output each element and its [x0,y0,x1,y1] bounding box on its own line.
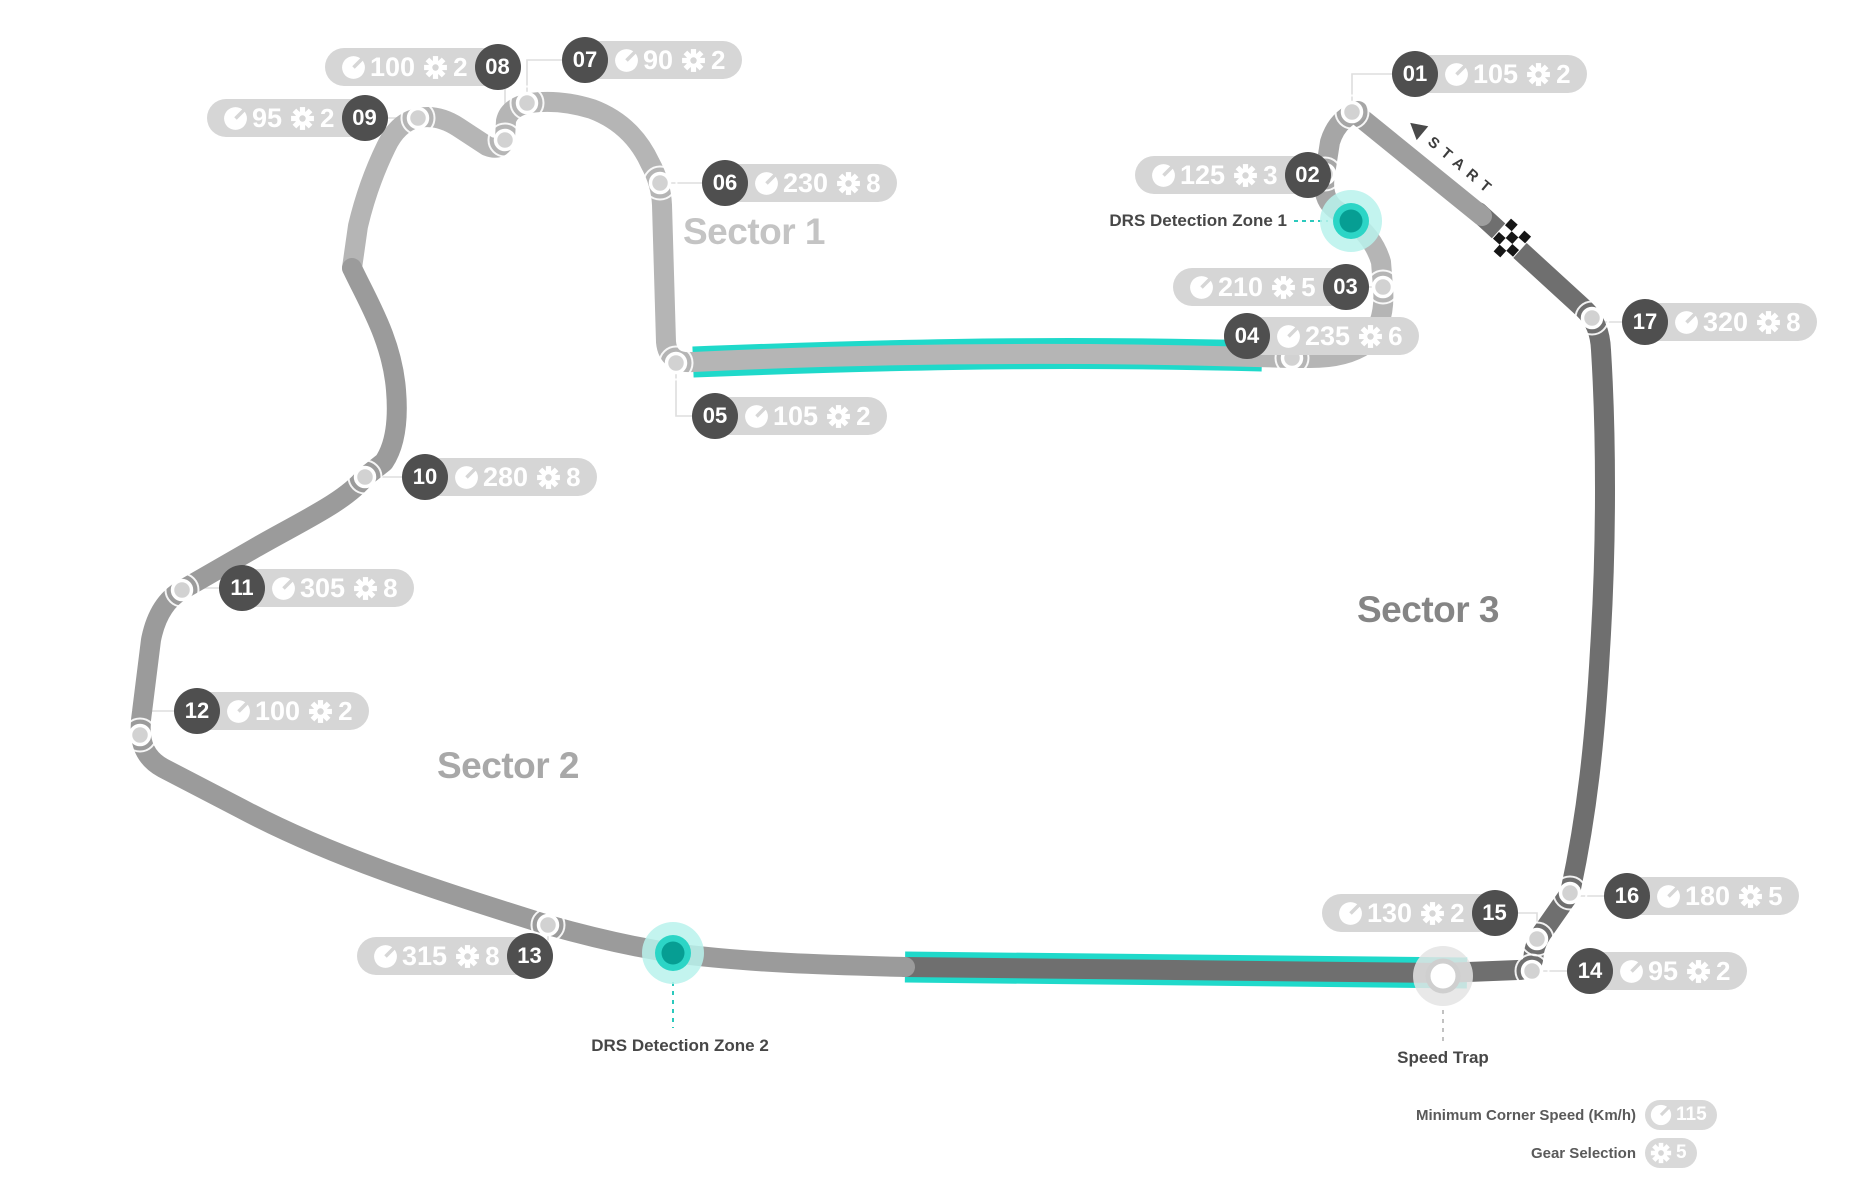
legend-min-corner-speed-pill: 115 [1645,1100,1717,1130]
corner-nodes [122,85,1610,989]
track-sector-3 [895,202,1615,983]
sector-1-label: Sector 1 [683,211,826,252]
sector-2-label: Sector 2 [437,745,580,786]
drs-detection-1-label: DRS Detection Zone 1 [1109,211,1287,230]
finish-line-flag [1485,217,1533,265]
legend-min-corner-speed-label: Minimum Corner Speed (Km/h) [1415,1106,1636,1124]
legend-gear-selection-pill: 5 [1645,1138,1697,1168]
speed-trap-label: Speed Trap [1397,1048,1489,1067]
legend: Minimum Corner Speed (Km/h) 115 Gear Sel… [1196,1100,1725,1168]
sector-3-label: Sector 3 [1357,589,1500,630]
track-start-straight [1345,103,1492,226]
drs-detection-2-label: DRS Detection Zone 2 [591,1036,769,1055]
legend-min-corner-speed-value: 115 [1676,1104,1707,1125]
speed-trap-dot [1413,946,1473,1006]
drs-detection-1-dot [1320,190,1382,252]
legend-gear-selection-value: 5 [1676,1142,1687,1163]
legend-gear-selection-label: Gear Selection [1530,1144,1636,1162]
drs-detection-2-dot [642,922,704,984]
gear-icon [1649,1141,1673,1165]
speedometer-icon [1649,1103,1673,1127]
